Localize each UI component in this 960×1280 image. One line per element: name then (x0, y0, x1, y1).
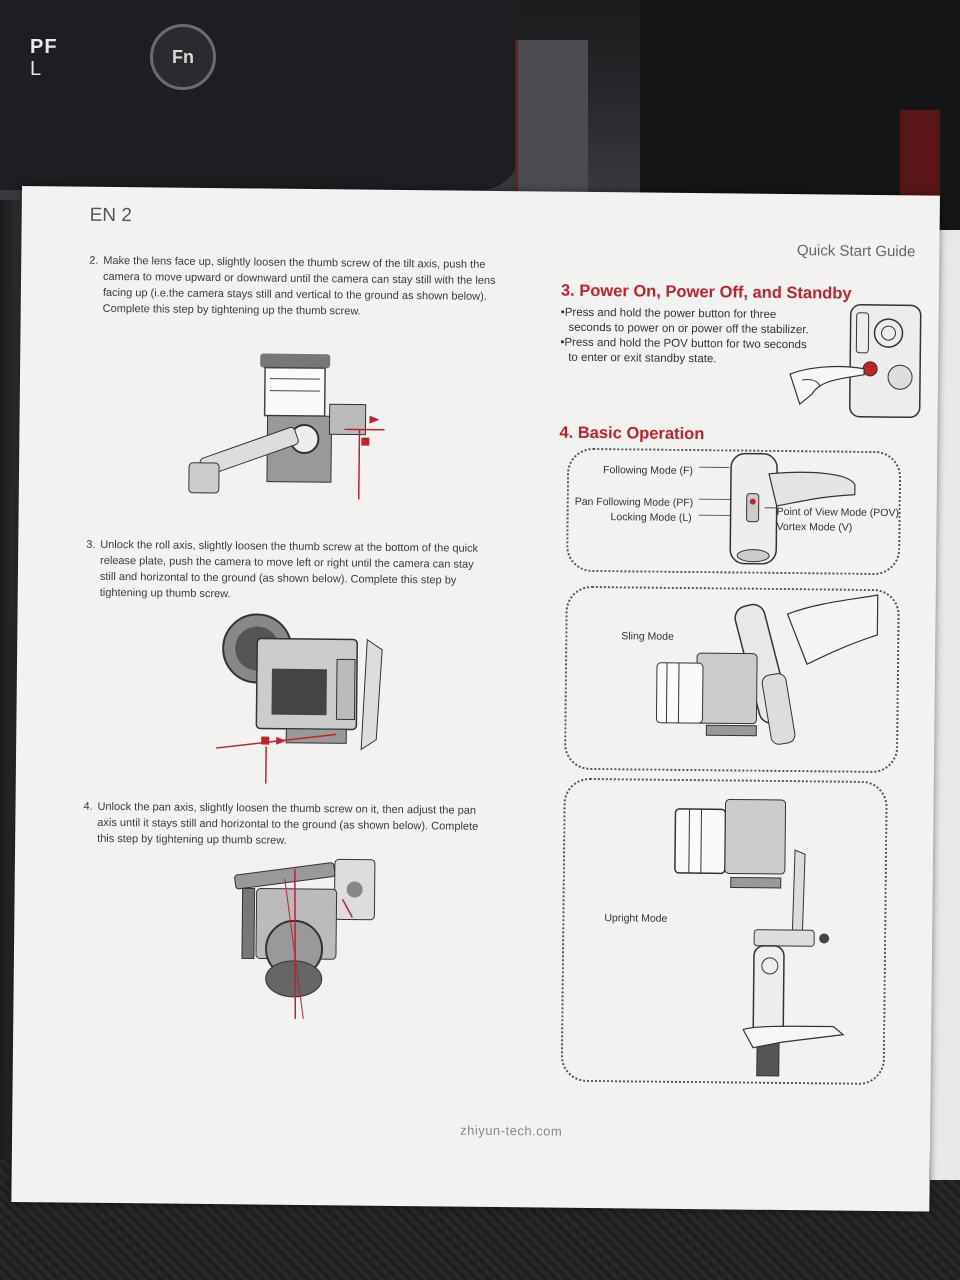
guide-title: Quick Start Guide (796, 242, 916, 261)
camera-pf-top: PF (30, 36, 58, 58)
camera-fn-button[interactable]: Fn (150, 24, 216, 90)
sling-mode-illustration (655, 594, 879, 745)
tilt-axis-illustration (188, 353, 385, 500)
step-2-text: 2. Make the lens face up, slightly loose… (89, 253, 534, 321)
page-number: EN 2 (89, 204, 133, 227)
camera-pf-label: PF L (30, 36, 70, 80)
roll-axis-illustration (216, 613, 383, 784)
gimbal-handle-illustration (698, 452, 856, 565)
power-section-title: 3. Power On, Power Off, and Standby (560, 281, 852, 303)
step-number: 4. (83, 800, 93, 813)
step-3-text: 3. Unlock the roll axis, slightly loosen… (86, 537, 531, 605)
step-number: 2. (89, 254, 99, 267)
basic-operation-title: 4. Basic Operation (559, 423, 705, 444)
pan-following-mode-label: Pan Following Mode (PF) (574, 495, 694, 510)
camera-pf-bottom: L (30, 58, 43, 80)
upright-mode-label: Upright Mode (604, 912, 668, 925)
pan-axis-illustration (234, 858, 376, 1020)
camera-body (0, 0, 520, 190)
upright-mode-illustration (674, 798, 845, 1077)
footer-url: zhiyun-tech.com (460, 1122, 563, 1139)
camera-strap-strip (515, 40, 588, 200)
following-mode-label: Following Mode (F) (602, 464, 693, 478)
step-number: 3. (86, 538, 96, 551)
step-line: tightening up thumb screw. (99, 586, 231, 601)
locking-mode-label: Locking Mode (L) (610, 511, 692, 525)
step-4-text: 4. Unlock the pan axis, slightly loosen … (83, 799, 527, 852)
power-button-illustration (789, 304, 922, 419)
manual-page: EN 2 Quick Start Guide 2. Make the lens … (11, 186, 940, 1212)
